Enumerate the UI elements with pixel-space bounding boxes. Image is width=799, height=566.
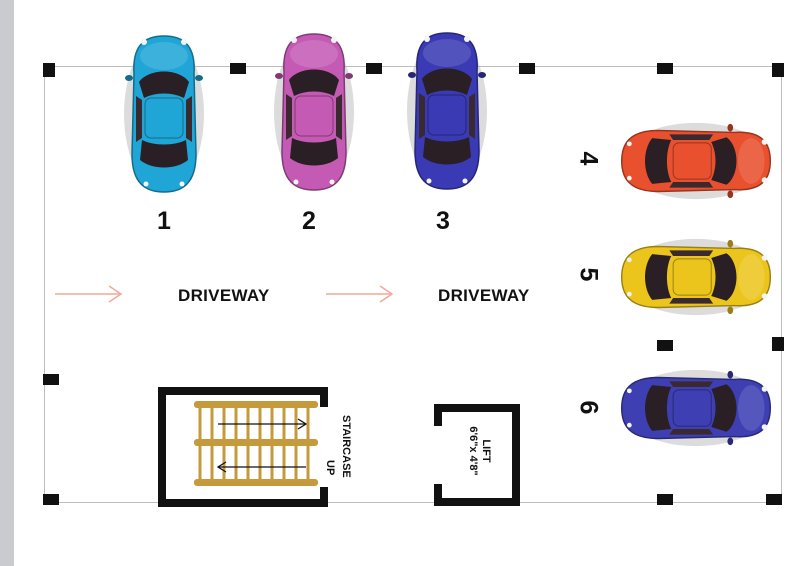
slot-number-3: 3 <box>436 207 450 235</box>
lift-dimensions: 6'6"x 4'8" <box>467 426 479 476</box>
car-5 <box>620 238 772 316</box>
lift-title: LIFT <box>480 439 492 463</box>
pillar <box>657 63 673 74</box>
slot-number-1: 1 <box>157 207 171 235</box>
page-side-bar <box>0 0 14 566</box>
slot-number-4: 4 <box>574 151 603 166</box>
driveway-label-2: DRIVEWAY <box>438 286 530 305</box>
car-4 <box>620 122 772 200</box>
slot-number-5: 5 <box>574 267 603 282</box>
staircase <box>158 387 328 507</box>
pillar <box>43 63 55 77</box>
lift-label: LIFT 6'6"x 4'8" <box>464 406 492 496</box>
pillar <box>657 340 673 351</box>
driveway-arrow-2 <box>326 285 394 303</box>
pillar <box>43 374 59 385</box>
slot-number-6: 6 <box>574 400 603 415</box>
pillar <box>766 494 782 505</box>
slot-number-2: 2 <box>302 207 316 235</box>
staircase-label: STAIRCASE <box>340 415 352 478</box>
car-3 <box>407 32 487 190</box>
pillar <box>657 494 673 505</box>
pillar <box>230 63 246 74</box>
pillar <box>43 494 59 505</box>
pillar <box>772 337 784 351</box>
parking-boundary <box>44 66 782 503</box>
car-1 <box>124 35 204 193</box>
pillar <box>366 63 382 74</box>
lift-shaft <box>434 404 520 506</box>
pillar <box>772 63 784 77</box>
driveway-arrow-1 <box>55 285 123 303</box>
driveway-label-1: DRIVEWAY <box>178 286 270 305</box>
car-2 <box>274 33 354 191</box>
pillar <box>519 63 535 74</box>
staircase-direction: UP <box>324 460 336 476</box>
car-6 <box>620 369 772 447</box>
